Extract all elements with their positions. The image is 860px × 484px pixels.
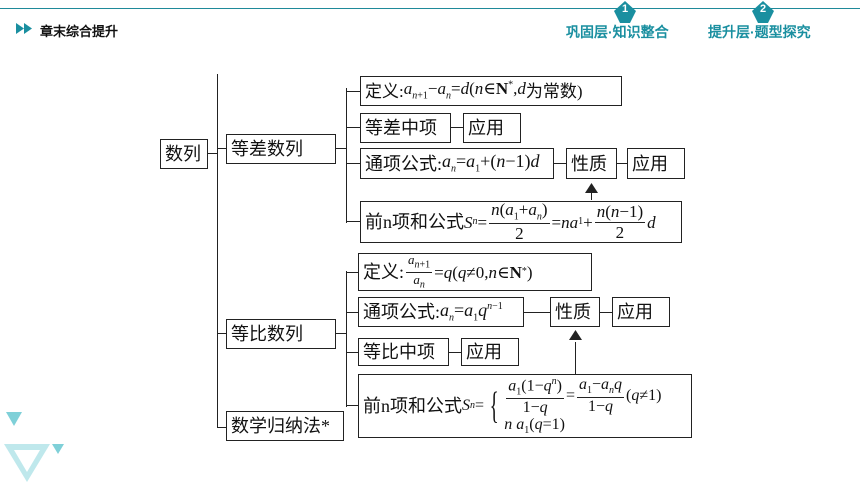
connector <box>217 148 226 150</box>
arithmetic-mid-term: 等差中项 <box>360 113 451 143</box>
tab-2-marker-icon <box>752 1 774 23</box>
connector <box>208 153 218 155</box>
arith-def-prefix: 定义: <box>365 81 404 101</box>
arrow-up-icon <box>569 330 582 340</box>
arith-general-formula: an=a1+(n−1)d <box>442 151 540 175</box>
arith-property-apply: 应用 <box>627 148 685 179</box>
connector <box>217 427 226 429</box>
arith-general-prefix: 通项公式: <box>365 153 443 174</box>
arith-sum-prefix: 前n项和公式 <box>365 212 464 232</box>
geo-general-formula: an=a1qn−1 <box>440 299 503 324</box>
geometric-sequence-node: 等比数列 <box>226 319 336 349</box>
arithmetic-general-term: 通项公式: an=a1+(n−1)d <box>360 148 554 179</box>
arith-property: 性质 <box>566 148 617 179</box>
connector <box>575 342 577 374</box>
geo-mid-apply: 应用 <box>461 338 519 366</box>
connector <box>524 312 550 314</box>
chapter-title: 章末综合提升 <box>40 24 119 39</box>
connector <box>346 163 360 165</box>
geo-def-prefix: 定义: <box>363 262 405 282</box>
connector <box>600 312 612 314</box>
connector <box>451 127 463 129</box>
connector <box>346 88 348 223</box>
connector <box>346 271 348 407</box>
arith-def-suffix: 为常数) <box>525 81 583 101</box>
root-node-sequence: 数列 <box>160 139 208 169</box>
connector <box>346 352 358 354</box>
geo-general-prefix: 通项公式: <box>363 302 441 322</box>
tab-2-number: 2 <box>759 3 767 15</box>
header: 章末综合提升 1 巩固层·知识整合 2 提升层·题型探究 <box>0 0 860 46</box>
tab-1-marker-icon <box>614 1 636 23</box>
geometric-mid-term: 等比中项 <box>358 338 449 366</box>
tab-1-number: 1 <box>621 3 629 15</box>
connector <box>346 405 358 407</box>
arrow-up-icon <box>585 183 598 193</box>
fast-forward-icon <box>16 23 32 34</box>
connector <box>346 221 360 223</box>
header-divider <box>0 8 860 9</box>
connector <box>449 352 461 354</box>
connector <box>617 163 627 165</box>
arith-mid-apply: 应用 <box>463 113 521 143</box>
connector <box>346 312 358 314</box>
decorative-triangles-icon <box>4 412 64 482</box>
geo-property: 性质 <box>550 297 600 327</box>
geo-sum-prefix: 前n项和公式 <box>363 396 462 416</box>
connector <box>336 148 346 150</box>
connector <box>217 333 226 335</box>
math-induction-node: 数学归纳法* <box>226 411 344 441</box>
connector <box>336 333 346 335</box>
connector <box>346 91 360 93</box>
arith-def-formula: an+1−an=d(n∈N*,d <box>403 79 526 102</box>
connector <box>217 74 219 428</box>
connector <box>346 127 360 129</box>
connector <box>346 272 358 274</box>
geo-property-apply: 应用 <box>612 297 670 327</box>
tab-problem-exploration[interactable]: 提升层·题型探究 <box>708 24 811 40</box>
connector <box>554 163 566 165</box>
geometric-general-term: 通项公式: an=a1qn−1 <box>358 297 524 327</box>
arithmetic-sequence-node: 等差数列 <box>226 134 336 164</box>
arithmetic-definition: 定义: an+1−an=d(n∈N*,d 为常数) <box>360 76 622 106</box>
tab-knowledge-integration[interactable]: 巩固层·知识整合 <box>566 24 669 40</box>
